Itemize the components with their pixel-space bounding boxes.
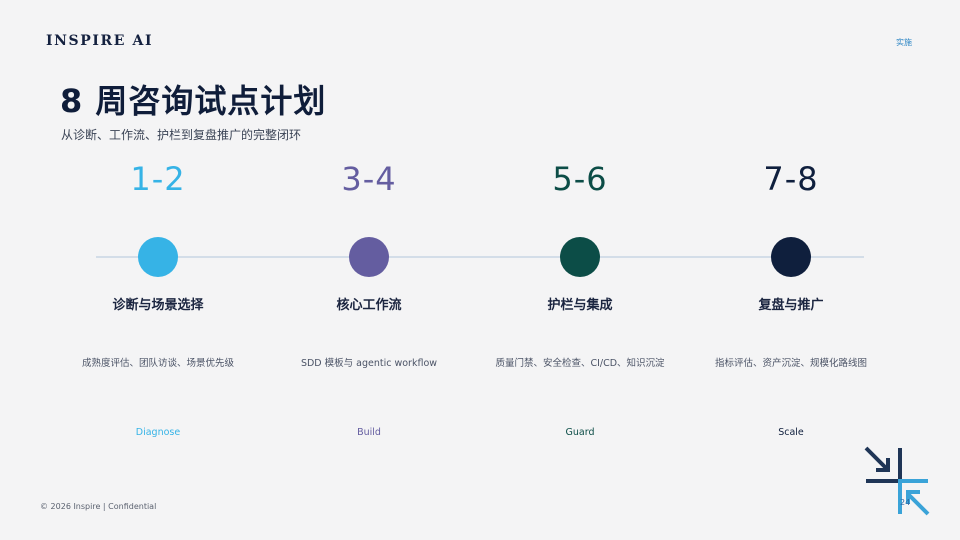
phase-tag: Guard [565,427,595,438]
phase-description: 成熟度评估、团队访谈、场景优先级 [81,358,234,369]
phase-1: 1-2 诊断与场景选择 成熟度评估、团队访谈、场景优先级 Diagnose [52,0,264,540]
phase-description: 质量门禁、安全检查、CI/CD、知识沉淀 [495,358,665,369]
phase-3: 5-6 护栏与集成 质量门禁、安全检查、CI/CD、知识沉淀 Guard [474,0,686,540]
phase-4: 7-8 复盘与推广 指标评估、资产沉淀、规模化路线图 Scale [685,0,897,540]
phase-name: 诊断与场景选择 [112,298,204,313]
phase-tag: Build [357,427,381,438]
phase-weeks: 7-8 [763,160,819,198]
section-label: 实施 [896,38,912,47]
phase-weeks: 1-2 [130,160,186,198]
phase-2: 3-4 核心工作流 SDD 模板与 agentic workflow Build [263,0,475,540]
timeline-dot [138,237,178,277]
page-subtitle: 从诊断、工作流、护栏到复盘推广的完整闭环 [61,128,302,142]
phase-weeks: 3-4 [341,160,397,198]
phase-tag: Scale [778,427,804,438]
phase-tag: Diagnose [135,427,181,438]
brand-logo-text: INSPIRE AI [46,33,154,49]
timeline-dot [349,237,389,277]
page-number: 24 [900,498,911,507]
phase-description: 指标评估、资产沉淀、规模化路线图 [714,358,867,369]
timeline-dot [771,237,811,277]
arrows-logo-icon [864,446,930,516]
footer-text: © 2026 Inspire | Confidential [40,502,157,511]
page-title: 8 周咨询试点计划 [60,82,327,120]
phase-name: 核心工作流 [336,298,402,313]
timeline-line [96,256,864,258]
timeline-dot [560,237,600,277]
phase-weeks: 5-6 [552,160,608,198]
phase-description: SDD 模板与 agentic workflow [300,358,438,369]
phase-name: 护栏与集成 [547,298,613,313]
phase-name: 复盘与推广 [758,298,824,313]
